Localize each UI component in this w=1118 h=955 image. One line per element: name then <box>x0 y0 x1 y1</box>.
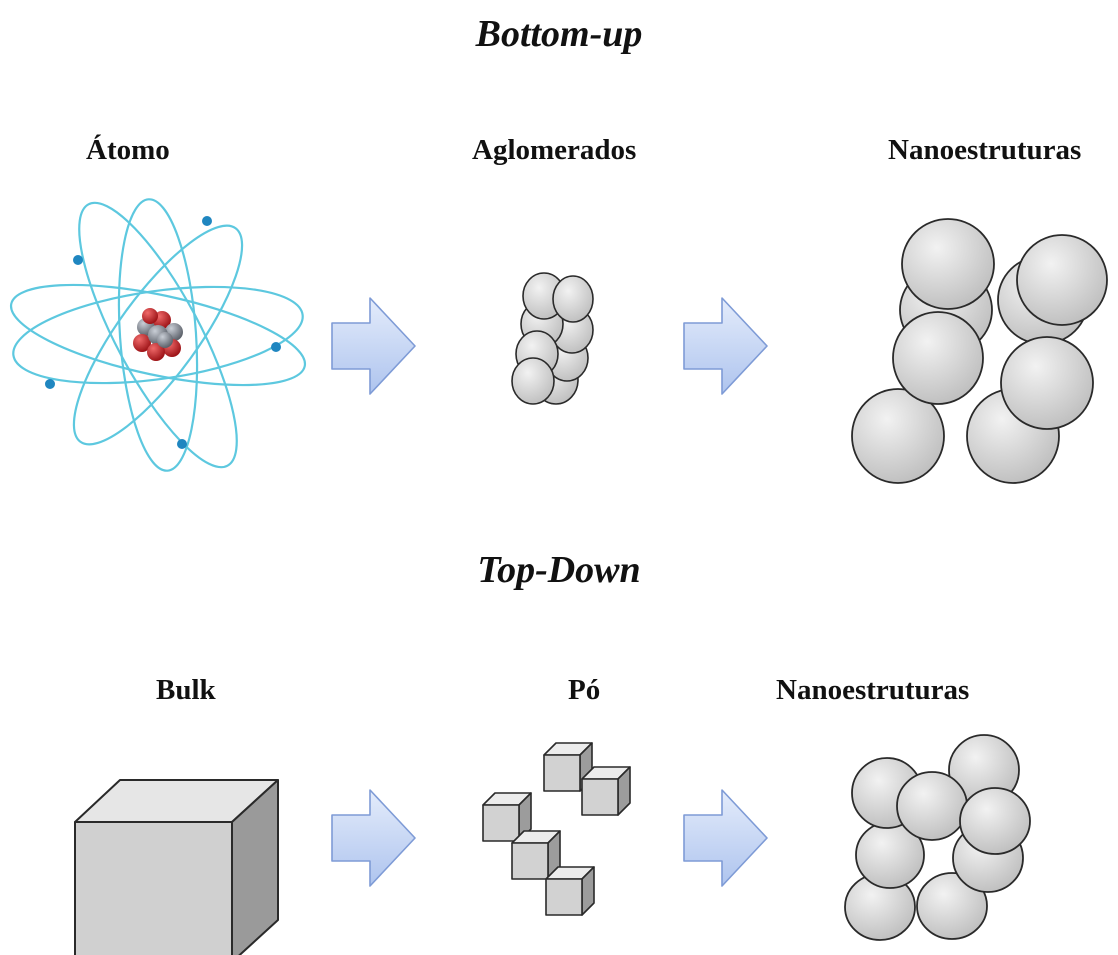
bottom-up-title: Bottom-up <box>475 13 643 55</box>
powder-cubes-icon <box>482 742 631 916</box>
nanostructure-spheres-icon <box>851 218 1108 484</box>
stage-label-bulk: Bulk <box>156 674 216 706</box>
arrow-right-icon <box>683 789 768 887</box>
stage-label-atomo: Átomo <box>86 134 170 166</box>
powder-cube <box>482 792 532 842</box>
nucleus-icon <box>133 308 183 361</box>
sphere-cluster-icon <box>511 272 594 405</box>
top-down-title: Top-Down <box>477 549 641 591</box>
arrow-right-icon <box>331 297 416 395</box>
stage-label-po: Pó <box>568 674 601 706</box>
cube-icon <box>74 779 279 955</box>
stage-label-nanoestruturas-top: Nanoestruturas <box>776 674 970 706</box>
nanostructure-spheres-icon <box>844 734 1031 941</box>
arrow-right-icon <box>683 297 768 395</box>
powder-cube <box>545 866 595 916</box>
stage-label-nanoestruturas-bottom: Nanoestruturas <box>888 134 1082 166</box>
stage-label-aglomerados: Aglomerados <box>472 134 637 166</box>
arrow-right-icon <box>331 789 416 887</box>
powder-cube <box>581 766 631 816</box>
atom-icon <box>9 198 307 472</box>
